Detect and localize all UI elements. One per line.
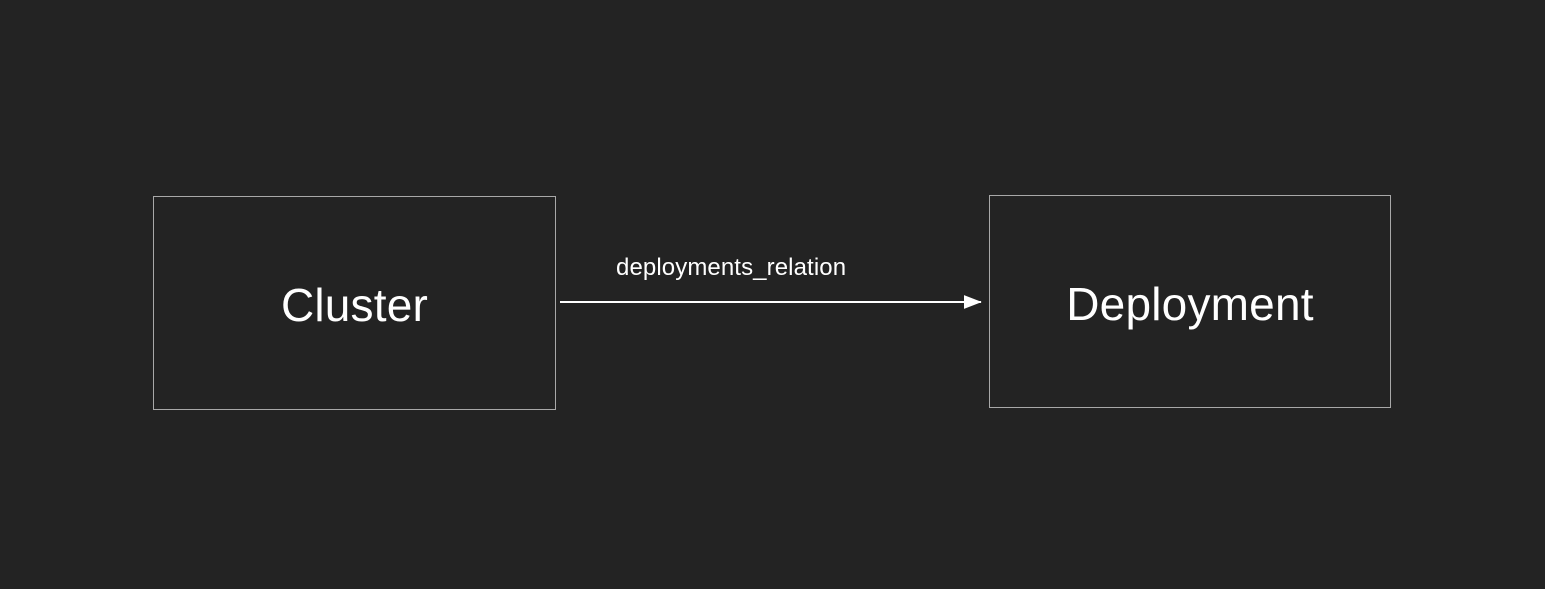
node-deployment[interactable]: Deployment — [989, 195, 1391, 408]
node-cluster-label: Cluster — [280, 279, 429, 331]
node-deployment-label: Deployment — [1066, 277, 1314, 330]
edge-label-deployments-relation: deployments_relation — [616, 254, 847, 281]
node-cluster[interactable]: Cluster — [153, 196, 556, 410]
